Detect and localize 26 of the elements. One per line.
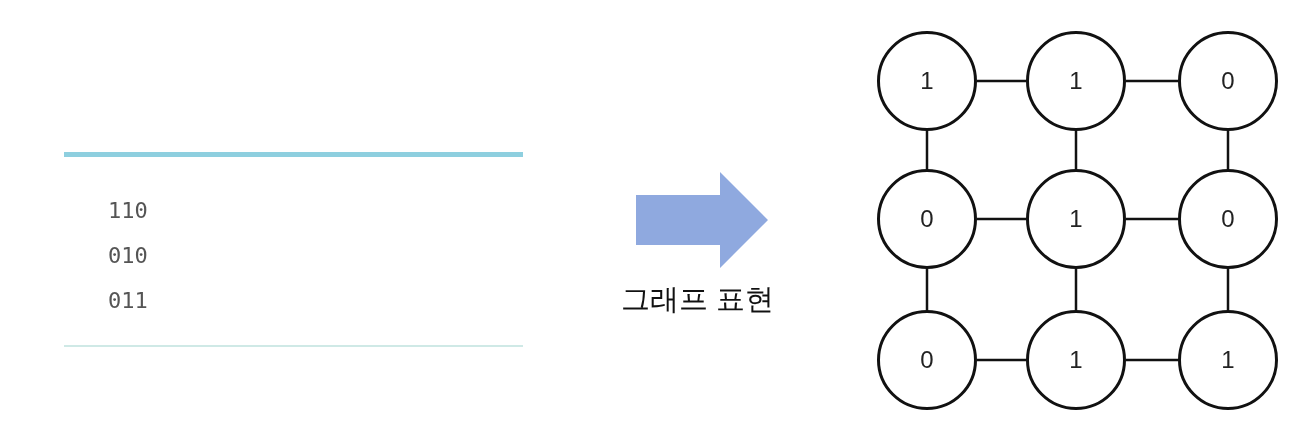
node-value: 1 (1069, 205, 1083, 233)
node-value: 1 (1069, 67, 1083, 95)
node-value: 1 (1069, 346, 1083, 374)
matrix-row-text: 010 (108, 242, 148, 270)
connector-line (1226, 131, 1230, 169)
node-value: 1 (920, 67, 934, 95)
connector-line (1226, 269, 1230, 310)
connector-line (977, 79, 1026, 83)
matrix-row-text: 011 (108, 287, 148, 315)
connector-line (925, 269, 929, 310)
connector-line (1126, 358, 1178, 362)
node-value: 0 (920, 346, 934, 374)
connector-line (1074, 269, 1078, 310)
matrix-row-text: 110 (108, 197, 148, 225)
connector-line (1126, 217, 1178, 221)
connector-line (977, 217, 1026, 221)
code-panel (64, 152, 523, 347)
connector-line (925, 131, 929, 169)
connector-line (977, 358, 1026, 362)
arrow-caption: 그래프 표현 (619, 282, 776, 317)
connector-line (1074, 131, 1078, 169)
node-value: 0 (1221, 205, 1235, 233)
node-value: 1 (1221, 346, 1235, 374)
node-value: 0 (920, 205, 934, 233)
connector-line (1126, 79, 1178, 83)
node-value: 0 (1221, 67, 1235, 95)
